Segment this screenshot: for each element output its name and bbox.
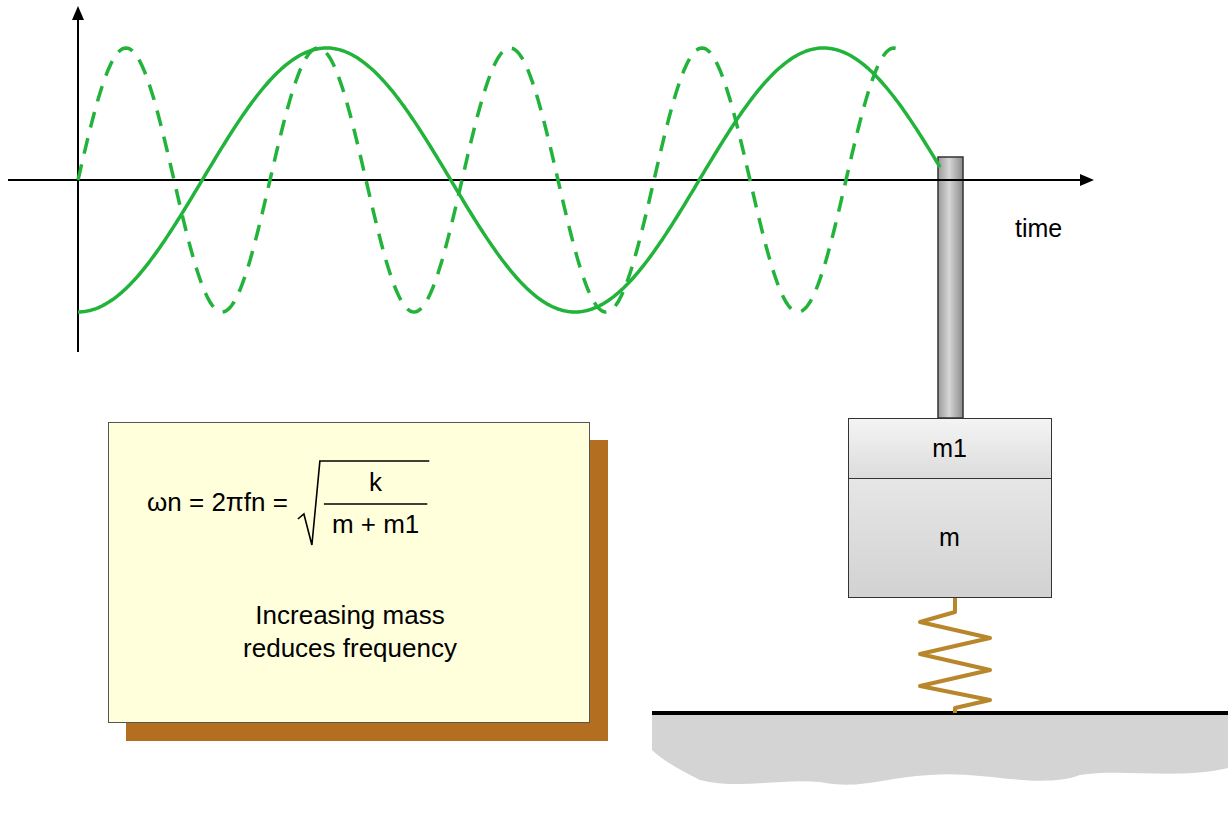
low-frequency-wave xyxy=(78,48,940,312)
formula-box: ωn = 2πfn = k m + m1 Increasing mass reduce… xyxy=(108,422,590,723)
radical-sign xyxy=(298,461,429,545)
ground-line xyxy=(652,711,1228,715)
high-frequency-wave xyxy=(78,48,904,312)
mass-label: m1 xyxy=(932,434,967,463)
note-text: Increasing mass reduces frequency xyxy=(225,599,475,664)
ground-fill xyxy=(652,713,1228,785)
mass-block: m xyxy=(848,478,1052,598)
axis-arrowhead xyxy=(72,6,84,20)
axis-arrowhead xyxy=(1080,174,1094,186)
y-axis xyxy=(77,18,79,352)
radical-sign xyxy=(109,423,591,724)
fraction-bar xyxy=(324,503,427,505)
formula-text: ωn = 2πfn = xyxy=(147,487,288,518)
x-axis xyxy=(8,179,1082,181)
spring xyxy=(920,598,990,713)
added-mass-block: m1 xyxy=(848,418,1052,479)
rod xyxy=(938,157,963,418)
formula-text: m + m1 xyxy=(332,509,419,540)
mass-label: m xyxy=(939,523,960,552)
formula-text: k xyxy=(369,467,382,498)
axis-label: time xyxy=(1015,214,1062,243)
